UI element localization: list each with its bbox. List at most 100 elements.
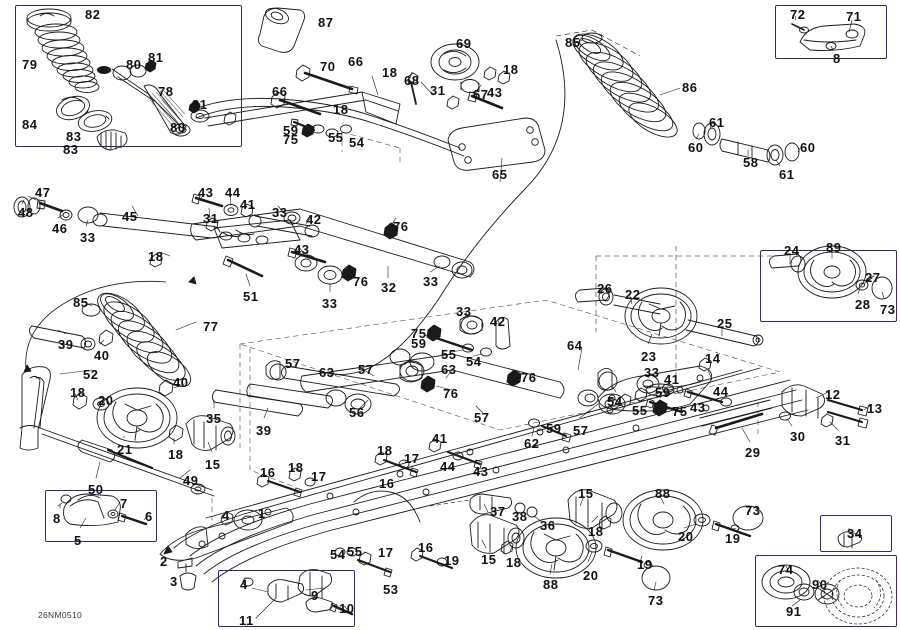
callout-57: 57 xyxy=(358,362,374,377)
callout-67: 67 xyxy=(473,87,489,102)
callout-78: 78 xyxy=(158,84,174,99)
callout-3: 3 xyxy=(170,574,178,589)
item-71-72-bumper xyxy=(792,16,865,51)
callout-33: 33 xyxy=(80,230,96,245)
callout-16: 16 xyxy=(260,465,276,480)
callout-18: 18 xyxy=(382,65,398,80)
callout-33: 33 xyxy=(423,274,439,289)
callout-37: 37 xyxy=(490,504,506,519)
callout-34: 34 xyxy=(847,526,863,541)
callout-33: 33 xyxy=(272,205,288,220)
callout-88: 88 xyxy=(543,577,559,592)
callout-36: 36 xyxy=(540,518,556,533)
callout-82: 82 xyxy=(85,7,101,22)
callout-7: 7 xyxy=(120,496,128,511)
torsion-spring-assembly xyxy=(556,27,800,166)
callout-22: 22 xyxy=(625,287,641,302)
callout-40: 40 xyxy=(173,375,189,390)
callout-63: 63 xyxy=(319,365,335,380)
callout-43: 43 xyxy=(487,85,503,100)
callout-9: 9 xyxy=(311,588,319,603)
callout-81: 81 xyxy=(192,97,208,112)
callout-45: 45 xyxy=(122,209,138,224)
callout-12: 12 xyxy=(825,387,841,402)
callout-83: 83 xyxy=(63,142,79,157)
callout-18: 18 xyxy=(148,249,164,264)
callout-59: 59 xyxy=(655,385,671,400)
callout-53: 53 xyxy=(383,582,399,597)
inset-box-idler-detail xyxy=(760,250,897,322)
callout-11: 11 xyxy=(239,613,254,628)
callout-24: 24 xyxy=(784,243,800,258)
callout-75: 75 xyxy=(411,326,427,341)
callout-57: 57 xyxy=(285,356,301,371)
callout-18: 18 xyxy=(70,385,86,400)
callout-41: 41 xyxy=(664,372,680,387)
callout-74: 74 xyxy=(778,562,794,577)
callout-42: 42 xyxy=(490,314,506,329)
callout-43: 43 xyxy=(473,464,489,479)
callout-44: 44 xyxy=(713,384,729,399)
callout-21: 21 xyxy=(117,442,133,457)
callout-75: 75 xyxy=(283,132,299,147)
callout-15: 15 xyxy=(578,486,594,501)
callout-20: 20 xyxy=(678,529,694,544)
callout-63: 63 xyxy=(441,362,457,377)
callout-76: 76 xyxy=(521,370,537,385)
callout-18: 18 xyxy=(168,447,184,462)
callout-80: 80 xyxy=(170,120,186,135)
callout-38: 38 xyxy=(512,509,528,524)
callout-83: 83 xyxy=(66,129,82,144)
callout-31: 31 xyxy=(430,83,446,98)
callout-89: 89 xyxy=(826,240,842,255)
item-87-slider xyxy=(258,5,304,52)
callout-4: 4 xyxy=(240,577,248,592)
callout-66: 66 xyxy=(348,54,364,69)
callout-59: 59 xyxy=(411,336,427,351)
callout-17: 17 xyxy=(404,451,420,466)
callout-81: 81 xyxy=(148,50,164,65)
callout-18: 18 xyxy=(506,555,522,570)
callout-84: 84 xyxy=(22,117,38,132)
drawing-code: 26NM0510 xyxy=(38,610,82,620)
callout-55: 55 xyxy=(347,544,363,559)
callout-52: 52 xyxy=(83,367,99,382)
callout-54: 54 xyxy=(607,394,623,409)
callout-77: 77 xyxy=(203,319,219,334)
callout-40: 40 xyxy=(94,348,110,363)
callout-39: 39 xyxy=(58,337,74,352)
callout-13: 13 xyxy=(867,401,883,416)
callout-54: 54 xyxy=(466,354,482,369)
callout-42: 42 xyxy=(306,212,322,227)
callout-32: 32 xyxy=(381,280,397,295)
left-torsion-spring xyxy=(20,277,196,450)
callout-61: 61 xyxy=(709,115,725,130)
callout-14: 14 xyxy=(705,351,721,366)
callout-56: 56 xyxy=(349,405,365,420)
callout-17: 17 xyxy=(378,545,394,560)
callout-33: 33 xyxy=(644,365,660,380)
callout-64: 64 xyxy=(567,338,583,353)
callout-72: 72 xyxy=(790,7,806,22)
callout-20: 20 xyxy=(583,568,599,583)
clip-34-detail xyxy=(838,528,862,548)
callout-33: 33 xyxy=(456,304,472,319)
inset-box-bracket-detail xyxy=(45,490,157,542)
callout-23: 23 xyxy=(641,349,657,364)
callout-33: 33 xyxy=(322,296,338,311)
callout-91: 91 xyxy=(786,604,802,619)
callout-85: 85 xyxy=(73,295,89,310)
callout-55: 55 xyxy=(441,347,457,362)
upper-link-assembly xyxy=(191,44,545,182)
callout-27: 27 xyxy=(865,270,881,285)
callout-88: 88 xyxy=(655,486,671,501)
callout-59: 59 xyxy=(546,421,562,436)
callout-41: 41 xyxy=(432,431,448,446)
callout-69: 69 xyxy=(456,36,472,51)
callout-57: 57 xyxy=(573,423,589,438)
inset-box-bumper-detail xyxy=(775,5,887,59)
hardware-9-detail xyxy=(243,570,352,618)
callout-18: 18 xyxy=(503,62,519,77)
